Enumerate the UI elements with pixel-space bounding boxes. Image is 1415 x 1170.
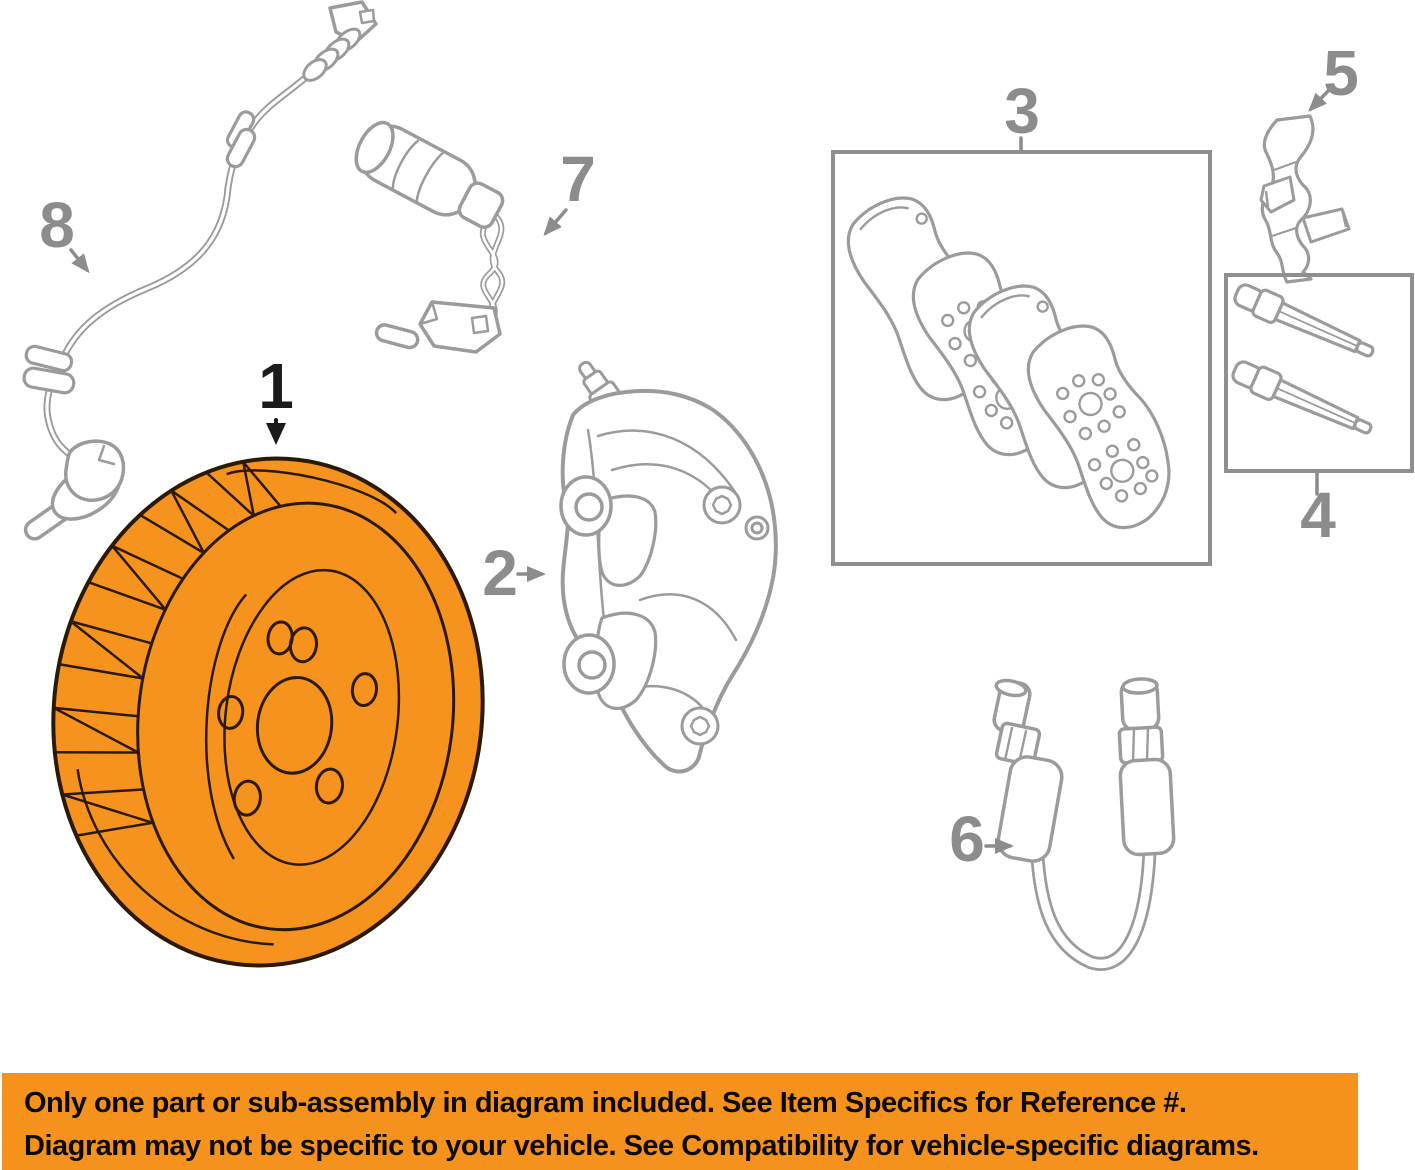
callout-4: 4: [1300, 479, 1336, 551]
callout-numbers: 1 2 3 4 5 6 7 8: [39, 37, 1359, 875]
leader-arrow-7: [543, 208, 568, 237]
guide-pin-box: [1224, 273, 1414, 473]
leader-arrow-8: [69, 248, 90, 274]
brake-caliper-drawing: [559, 360, 778, 774]
wear-sensor-head: [374, 300, 502, 354]
brake-hose-drawing: [992, 677, 1176, 971]
disc-brake-rotor-drawing: [51, 456, 485, 968]
callout-5: 5: [1323, 37, 1359, 109]
pad-retaining-clip-drawing: [1259, 114, 1351, 284]
callout-leaders: [69, 88, 1331, 854]
abs-wheel-speed-sensor-drawing: [22, 0, 378, 541]
callout-1: 1: [258, 350, 294, 422]
callout-3: 3: [1004, 75, 1040, 147]
disclaimer-banner: Only one part or sub-assembly in diagram…: [2, 1073, 1358, 1170]
caliper-guide-pin-set-drawing: [1224, 273, 1414, 473]
callout-8: 8: [39, 189, 75, 261]
callout-7: 7: [560, 143, 596, 215]
brake-pad-wear-sensor-drawing: [354, 120, 506, 354]
disclaimer-line-1: Only one part or sub-assembly in diagram…: [24, 1087, 1187, 1119]
callout-2: 2: [482, 537, 518, 609]
brake-pad-set-drawing: [831, 150, 1212, 566]
leader-arrow-5: [1308, 88, 1331, 112]
diagram-canvas: 1 2 3 4 5 6 7 8: [22, 0, 1414, 971]
disclaimer-line-2: Diagram may not be specific to your vehi…: [24, 1130, 1259, 1162]
callout-6: 6: [949, 803, 985, 875]
sensor-head: [23, 439, 126, 541]
